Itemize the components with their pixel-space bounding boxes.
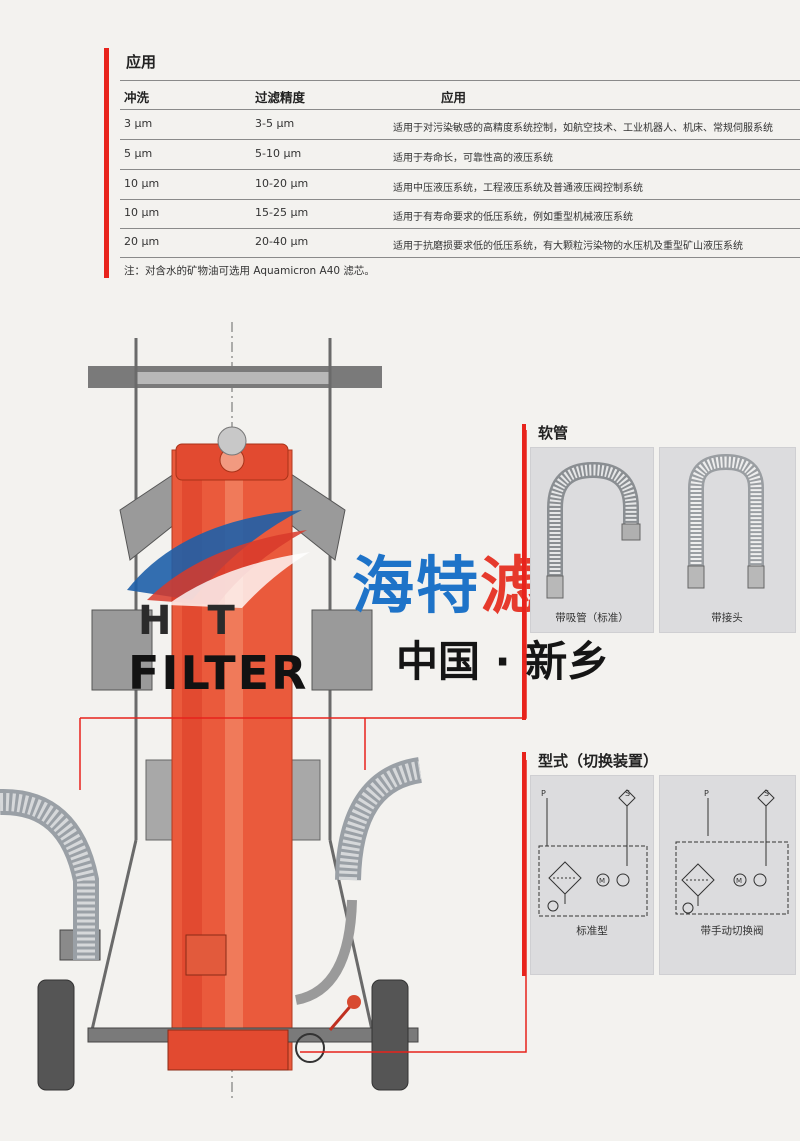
circuit-label-p: P <box>704 789 709 798</box>
connector-hose-icon <box>687 453 765 589</box>
hose-title: 软管 <box>538 424 569 442</box>
table-header-flush: 冲洗 <box>124 90 150 105</box>
logo-ht-text: HT <box>138 598 271 644</box>
table-cell-flush: 10 µm <box>124 177 160 190</box>
table-rule <box>120 139 800 140</box>
table-cell-application: 适用中压液压系统，工程液压系统及普通液压阀控制系统 <box>393 183 643 194</box>
switch-panel-manual: P S M <box>659 775 796 975</box>
logo-filter-text: FILTER <box>128 646 309 700</box>
brand-city: 中国 · 新乡 <box>396 637 610 686</box>
table-footnote: 注：对含水的矿物油可选用 Aquamicron A40 滤芯。 <box>124 265 375 277</box>
hose-caption-connector: 带接头 <box>711 612 743 624</box>
circuit-label-s: S <box>764 789 769 798</box>
table-cell-precision: 15-25 µm <box>255 206 309 219</box>
table-rule <box>120 228 800 229</box>
switching-title: 型式（切换装置） <box>538 752 659 770</box>
table-cell-flush: 20 µm <box>124 235 160 248</box>
table-cell-flush: 10 µm <box>124 206 160 219</box>
table-cell-flush: 3 µm <box>124 117 153 130</box>
ht-filter-swoosh-icon <box>127 510 310 608</box>
table-rule-top <box>120 80 800 81</box>
table-rule <box>120 199 800 200</box>
circuit-label-m: M <box>736 877 742 885</box>
circuit-label-m: M <box>599 877 605 885</box>
brand-name-part1: 海特 <box>352 549 481 622</box>
hose-panel-standard <box>530 447 654 633</box>
table-cell-precision: 20-40 µm <box>255 235 309 248</box>
table-rule <box>120 257 800 258</box>
table-cell-application: 适用于对污染敏感的高精度系统控制，如航空技术、工业机器人、机床、常规伺服系统 <box>393 123 773 134</box>
suction-hose-icon <box>546 461 641 599</box>
switch-caption-manual: 带手动切换阀 <box>700 925 764 937</box>
section-accent-bar <box>104 48 109 278</box>
switching-accent-bar <box>522 752 526 976</box>
table-cell-precision: 3-5 µm <box>255 117 295 130</box>
switch-caption-standard: 标准型 <box>576 925 608 937</box>
table-header-precision: 过滤精度 <box>255 90 306 105</box>
table-cell-application: 适用于寿命长，可靠性高的液压系统 <box>393 153 553 164</box>
table-rule <box>120 169 800 170</box>
table-header-application: 应用 <box>441 90 467 105</box>
hose-caption-standard: 带吸管（标准） <box>555 612 629 624</box>
hose-panel-connector <box>659 447 796 633</box>
applications-title: 应用 <box>126 53 157 71</box>
manual-switch-circuit-diagram: P S M <box>675 789 789 915</box>
standard-circuit-diagram: P S M <box>538 789 648 917</box>
table-cell-application: 适用于有寿命要求的低压系统，例如重型机械液压系统 <box>393 212 633 223</box>
circuit-label-p: P <box>541 789 546 798</box>
table-rule-header <box>120 109 800 110</box>
table-cell-precision: 5-10 µm <box>255 147 302 160</box>
circuit-label-s: S <box>625 789 630 798</box>
switch-panel-standard: P S M <box>530 775 654 975</box>
hose-accent-bar <box>522 424 526 720</box>
table-cell-precision: 10-20 µm <box>255 177 309 190</box>
table-cell-application: 适用于抗磨损要求低的低压系统，有大颗粒污染物的水压机及重型矿山液压系统 <box>393 241 743 252</box>
table-cell-flush: 5 µm <box>124 147 153 160</box>
